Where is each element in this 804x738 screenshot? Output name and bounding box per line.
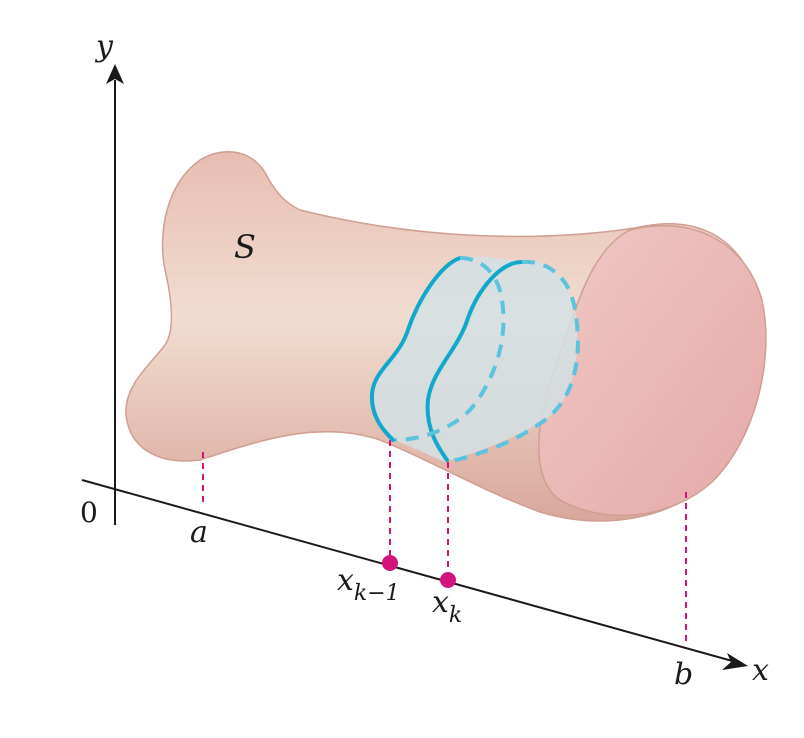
slice [369, 256, 580, 464]
guides [202, 440, 687, 645]
slice-hidden-edge-right [446, 259, 580, 464]
xk-label: xk [432, 585, 462, 628]
solid-label: S [234, 228, 256, 266]
xk1-subscript: k−1 [354, 581, 400, 606]
marker-xk [440, 572, 456, 588]
xk1-base: x [337, 563, 354, 598]
xk1-label: xk−1 [337, 563, 400, 606]
x-axis-line [81, 479, 737, 663]
b-label: b [674, 657, 693, 692]
slice-front-edge-left [369, 256, 462, 442]
marker-xk1 [382, 555, 398, 571]
axes [81, 64, 748, 670]
slice-hidden-edge-left [394, 256, 506, 442]
a-label: a [190, 515, 208, 550]
xk-subscript: k [449, 603, 462, 628]
x-axis-arrow-icon [722, 653, 748, 670]
slice-fill [371, 256, 578, 462]
y-axis-label: y [94, 29, 114, 64]
y-axis-arrow-icon [106, 64, 124, 84]
x-axis-label: x [752, 653, 769, 688]
origin-label: 0 [80, 496, 98, 529]
xk-base: x [432, 585, 449, 620]
